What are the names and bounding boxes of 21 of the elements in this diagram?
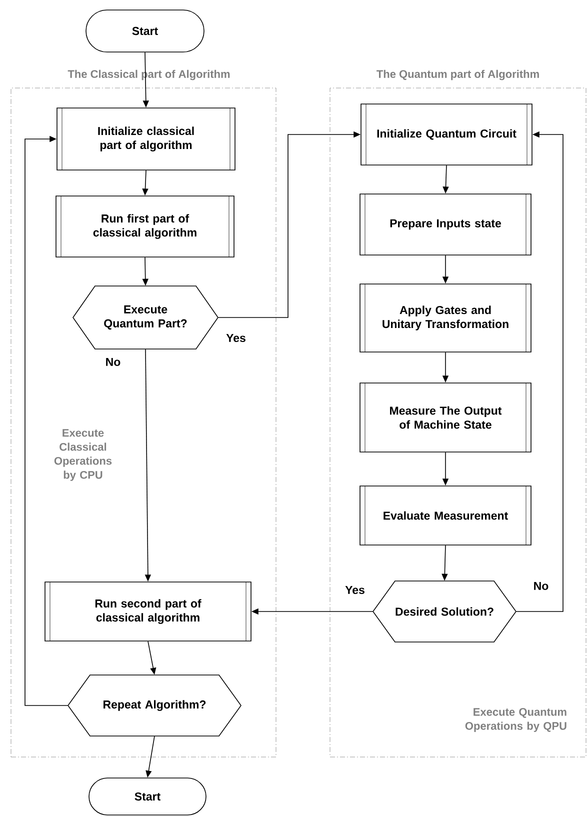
decision-hexagon: Desired Solution? [372, 580, 516, 642]
process-box: Evaluate Measurement [360, 486, 532, 546]
process-box: Initialize classical part of algorithm [56, 108, 236, 170]
process-box: Prepare Inputs state [360, 194, 532, 256]
node-label: The Quantum part of Algorithm [376, 70, 539, 80]
edge-label: Yes [225, 333, 247, 344]
edge-label: No [104, 357, 122, 368]
note-text: Execute Classical Operations by CPU [54, 429, 112, 481]
decision-hexagon: Repeat Algorithm? [68, 674, 242, 736]
note-text: Execute Quantum Operations by QPU [465, 708, 566, 732]
arrow [24, 136, 68, 706]
terminal-box: Start [86, 10, 204, 52]
process-box: Initialize Quantum Circuit [360, 104, 532, 166]
terminal-box: Start [88, 778, 206, 816]
process-box: Apply Gates and Unitary Transformation [360, 284, 532, 352]
edge-label: Yes [344, 585, 366, 596]
process-box: Measure The Output of Machine State [360, 382, 532, 452]
process-box: Run first part of classical algorithm [56, 196, 234, 258]
decision-hexagon: Execute Quantum Part? [72, 286, 218, 350]
process-box: Run second part of classical algorithm [44, 582, 252, 642]
edge-label: No [532, 581, 550, 592]
